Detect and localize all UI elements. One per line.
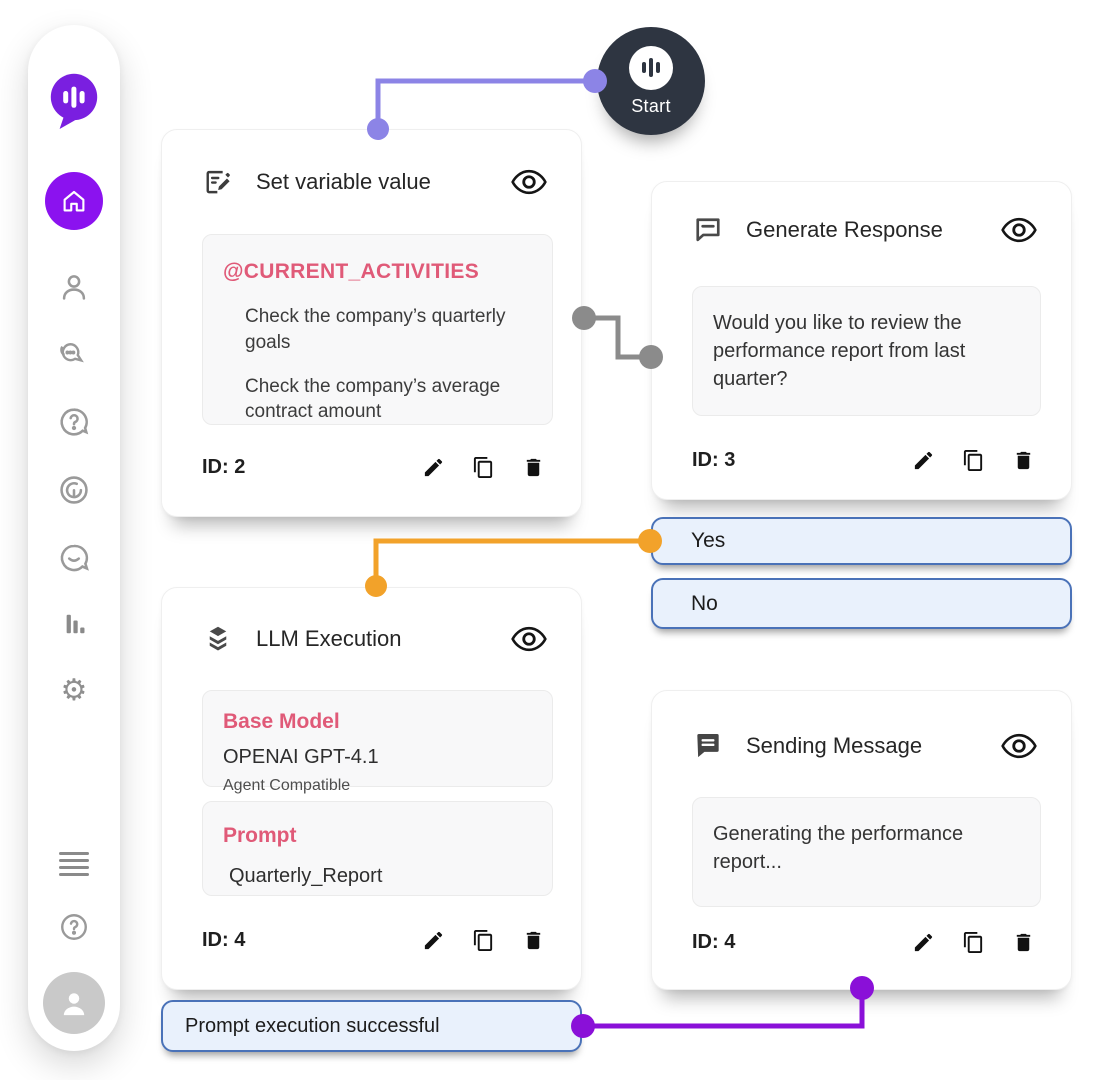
message-content: Would you like to review the performance… (692, 286, 1041, 416)
node-llm-execution[interactable]: LLM Execution Base Model OPENAI GPT-4.1 … (161, 587, 582, 990)
base-model-label: Base Model (223, 710, 340, 733)
prompt-value: Quarterly_Report (229, 865, 383, 888)
prompt-label: Prompt (223, 824, 297, 847)
chat-response-icon (696, 218, 720, 242)
connector-sending-to-status (583, 988, 865, 1029)
node-id: ID: 2 (202, 456, 246, 478)
base-model-section: Base Model OPENAI GPT-4.1 Agent Compatib… (202, 690, 553, 794)
node-sending-message[interactable]: Sending Message Generating the performan… (651, 690, 1072, 990)
bar-chart-icon[interactable] (57, 607, 91, 641)
layers-icon (209, 626, 227, 651)
copy-icon[interactable] (962, 449, 985, 472)
connector-start-to-set-variable (375, 78, 595, 128)
variable-item: Check the company’s quarterly goals (245, 306, 506, 354)
node-title: Sending Message (746, 733, 923, 758)
option-no-label: No (691, 591, 718, 615)
copy-icon[interactable] (472, 929, 495, 952)
status-pill[interactable]: Prompt execution successful (161, 1000, 582, 1052)
delete-trash-icon[interactable] (1012, 931, 1035, 954)
variable-tag: @CURRENT_ACTIVITIES (223, 260, 480, 283)
preview-eye-icon[interactable] (511, 169, 547, 195)
user-icon[interactable] (56, 269, 92, 305)
option-yes-button[interactable]: Yes (651, 517, 1072, 565)
connector-handle[interactable] (850, 976, 874, 1000)
start-node-label: Start (631, 95, 671, 116)
node-id: ID: 4 (692, 931, 736, 953)
connector-yes-to-llm (373, 538, 650, 586)
connector-handle[interactable] (583, 69, 607, 93)
node-id: ID: 4 (202, 929, 246, 951)
connector-handle[interactable] (367, 118, 389, 140)
edit-pencil-icon[interactable] (912, 931, 935, 954)
chat-bubbles-icon[interactable] (56, 336, 92, 372)
preview-eye-icon[interactable] (1001, 733, 1037, 759)
variable-content: @CURRENT_ACTIVITIES Check the company’s … (202, 234, 553, 425)
copy-icon[interactable] (962, 931, 985, 954)
voice-wave-icon (629, 45, 673, 90)
sidebar: ⚙ (28, 25, 120, 1051)
message-text: Would you like to review the performance… (713, 312, 966, 390)
smile-chat-icon[interactable] (56, 540, 92, 576)
variable-item: Check the company’s average contract amo… (245, 375, 501, 423)
option-yes-label: Yes (691, 529, 726, 552)
start-node[interactable]: Start (597, 27, 705, 135)
connector-handle[interactable] (571, 1014, 595, 1038)
node-title: Set variable value (256, 169, 431, 194)
message-text: Generating the performance report... (713, 823, 964, 873)
prompt-section: Prompt Quarterly_Report (202, 801, 553, 896)
message-bubble-icon (697, 734, 719, 758)
node-set-variable-value[interactable]: Set variable value @CURRENT_ACTIVITIES C… (161, 129, 582, 517)
node-id: ID: 3 (692, 449, 736, 471)
connector-handle[interactable] (638, 529, 662, 553)
message-content: Generating the performance report... (692, 797, 1041, 907)
copy-icon[interactable] (472, 456, 495, 479)
base-model-note: Agent Compatible (223, 777, 351, 795)
power-dial-icon[interactable] (56, 472, 92, 508)
option-no-button[interactable]: No (651, 578, 1072, 629)
node-title: Generate Response (746, 217, 943, 242)
delete-trash-icon[interactable] (522, 456, 545, 479)
status-pill-label: Prompt execution successful (185, 1014, 440, 1037)
avatar[interactable] (43, 972, 105, 1034)
connector-handle[interactable] (365, 575, 387, 597)
home-icon (63, 190, 85, 212)
question-bubble-icon[interactable] (56, 404, 92, 440)
edit-pencil-icon[interactable] (422, 929, 445, 952)
voice-chat-logo-icon[interactable] (46, 71, 102, 131)
delete-trash-icon[interactable] (522, 929, 545, 952)
home-button[interactable] (45, 172, 103, 230)
edit-pencil-icon[interactable] (422, 456, 445, 479)
delete-trash-icon[interactable] (1012, 449, 1035, 472)
node-title: LLM Execution (256, 626, 402, 651)
preview-eye-icon[interactable] (1001, 217, 1037, 243)
edit-note-icon (206, 170, 230, 194)
base-model-value: OPENAI GPT-4.1 (223, 746, 379, 769)
edit-pencil-icon[interactable] (912, 449, 935, 472)
connector-handle[interactable] (572, 306, 596, 330)
help-circle-icon[interactable] (57, 910, 91, 944)
settings-gear-icon[interactable]: ⚙ (60, 674, 88, 707)
menu-lines-icon[interactable] (59, 852, 89, 876)
connector-handle[interactable] (639, 345, 663, 369)
node-generate-response[interactable]: Generate Response Would you like to revi… (651, 181, 1072, 500)
person-icon (63, 993, 85, 1016)
preview-eye-icon[interactable] (511, 626, 547, 652)
